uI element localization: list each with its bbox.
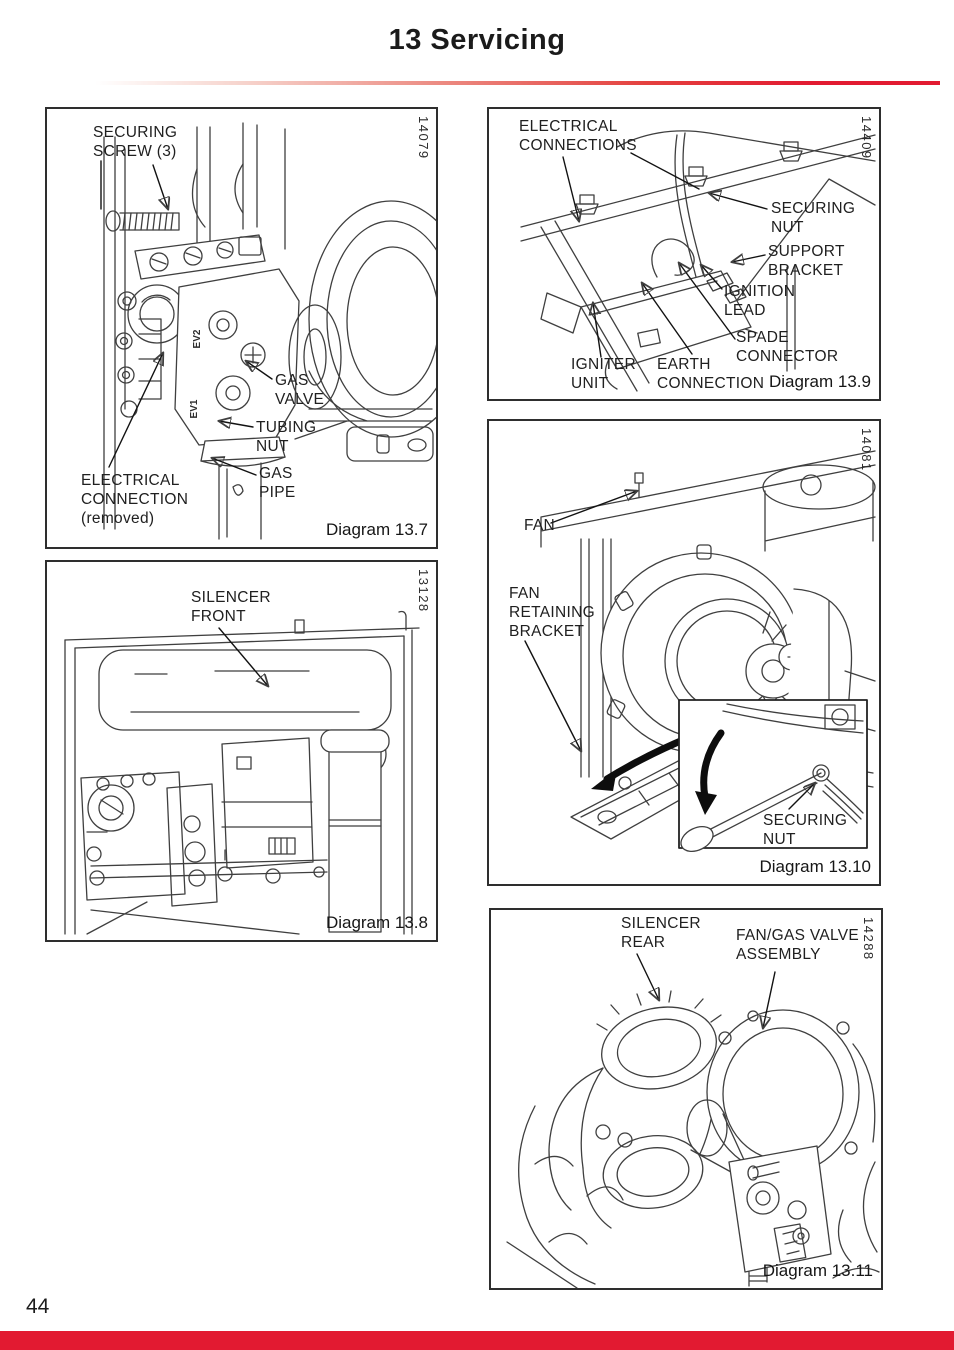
label-gas-valve: GAS VALVE xyxy=(275,372,325,409)
figure-id-number: 14081 xyxy=(859,428,874,472)
label-spade-connector: SPADE CONNECTOR xyxy=(736,329,839,366)
figure-id-number: 14409 xyxy=(859,116,874,160)
figure-id-number: 14079 xyxy=(416,116,431,160)
diagram-caption-13-11: Diagram 13.11 xyxy=(762,1261,873,1280)
figure-id-number: 14288 xyxy=(861,917,876,961)
label-fan-retaining-bracket: FAN RETAINING BRACKET xyxy=(509,585,595,641)
label-tubing-nut: TUBING NUT xyxy=(256,419,317,456)
valve-marking-ev1: EV1 xyxy=(189,399,200,418)
label-silencer-rear: SILENCER REAR xyxy=(621,915,701,952)
label-securing-nut: SECURING NUT xyxy=(771,200,856,237)
igniter-unit-drawing xyxy=(520,130,876,392)
label-electrical-connection: ELECTRICAL CONNECTION (removed) xyxy=(81,472,189,528)
title-underline xyxy=(95,81,940,85)
diagram-caption-13-7: Diagram 13.7 xyxy=(325,520,428,539)
label-fan: FAN xyxy=(524,517,556,534)
figure-id-number: 13128 xyxy=(416,569,431,613)
label-silencer-front: SILENCER FRONT xyxy=(191,589,271,626)
silencer-front-drawing xyxy=(64,610,420,935)
diagram-13-7-panel: EV2 EV1 SECURING SCREW (3) GAS VALVE TUB… xyxy=(45,107,438,549)
label-support-bracket: SUPPORT BRACKET xyxy=(768,243,845,280)
label-earth-connection: EARTH CONNECTION xyxy=(657,356,765,393)
diagram-13-11-panel: SILENCER REAR FAN/GAS VALVE ASSEMBLY 142… xyxy=(489,908,883,1290)
label-electrical-connections: ELECTRICAL CONNECTIONS xyxy=(519,118,637,155)
footer-red-bar xyxy=(0,1331,954,1350)
label-securing-screw: SECURING SCREW (3) xyxy=(93,124,178,161)
silencer-rear-drawing xyxy=(506,953,880,1288)
label-ignition-lead: IGNITION LEAD xyxy=(724,283,796,320)
label-igniter-unit: IGNITER UNIT xyxy=(571,356,636,393)
label-fan-gas-valve-assembly: FAN/GAS VALVE ASSEMBLY xyxy=(736,927,860,964)
fan-drawing xyxy=(524,450,876,853)
diagram-13-8-panel: SILENCER FRONT 13128 Diagram 13.8 xyxy=(45,560,438,942)
page-number: 44 xyxy=(26,1295,50,1318)
label-securing-nut: SECURING NUT xyxy=(763,812,848,849)
gas-valve-drawing: EV2 EV1 xyxy=(100,122,436,540)
diagram-caption-13-10: Diagram 13.10 xyxy=(759,857,871,876)
diagram-13-9-panel: ELECTRICAL CONNECTIONS SECURING NUT SUPP… xyxy=(487,107,881,401)
page-title: 13 Servicing xyxy=(388,24,566,56)
valve-marking-ev2: EV2 xyxy=(192,329,203,348)
diagram-caption-13-8: Diagram 13.8 xyxy=(325,913,428,932)
diagram-13-10-panel: FAN FAN RETAINING BRACKET SECURING NUT 1… xyxy=(487,419,881,886)
diagram-caption-13-9: Diagram 13.9 xyxy=(768,372,871,391)
label-gas-pipe: GAS PIPE xyxy=(259,465,296,502)
